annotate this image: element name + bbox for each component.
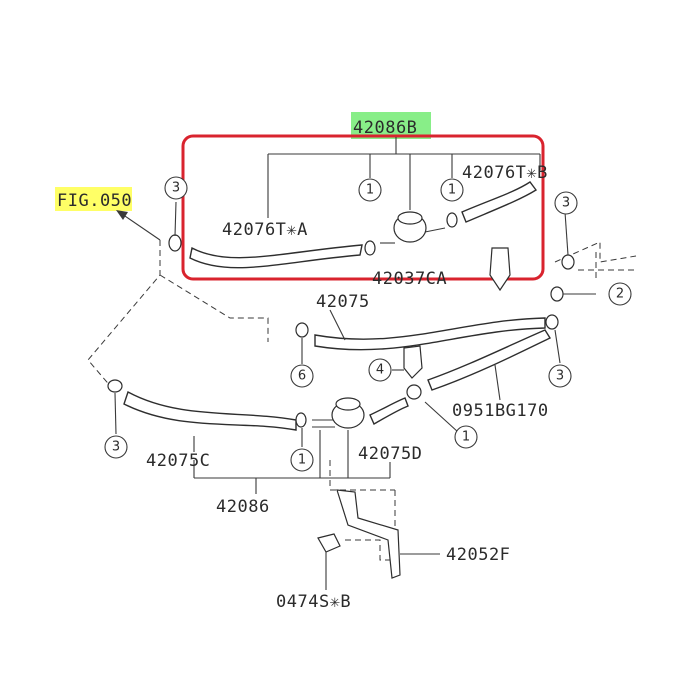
fig-ref-highlight bbox=[55, 187, 132, 211]
label-42076tb[interactable]: 42076T✳B bbox=[462, 163, 548, 183]
callout-6 bbox=[290, 364, 314, 388]
svg-text:1: 1 bbox=[366, 183, 374, 198]
dashed-frame bbox=[87, 240, 637, 561]
top-leader-lines bbox=[267, 137, 541, 218]
clip-parts bbox=[317, 247, 511, 579]
hose-42076ta bbox=[189, 244, 363, 269]
label-fig-050[interactable]: FIG.050 bbox=[57, 191, 132, 211]
svg-text:3: 3 bbox=[172, 181, 180, 196]
label-42075c[interactable]: 42075C bbox=[146, 451, 210, 471]
selection-box[interactable] bbox=[181, 134, 545, 281]
svg-text:1: 1 bbox=[298, 453, 306, 468]
label-0951bg170[interactable]: 0951BG170 bbox=[452, 401, 549, 421]
leader-lines bbox=[114, 201, 596, 590]
hose-42075 bbox=[314, 317, 546, 351]
callouts: 3 1 1 3 2 3 4 6 1 3 1 bbox=[104, 176, 632, 472]
check-valve-top bbox=[380, 211, 446, 244]
callout-3-c bbox=[548, 364, 572, 388]
clamps bbox=[107, 212, 575, 428]
svg-text:6: 6 bbox=[298, 369, 306, 384]
svg-text:3: 3 bbox=[112, 440, 120, 455]
label-42076ta[interactable]: 42076T✳A bbox=[222, 220, 308, 240]
callout-3-d bbox=[104, 435, 128, 459]
label-42052f[interactable]: 42052F bbox=[446, 545, 510, 565]
check-valve-bottom bbox=[331, 397, 365, 429]
callout-1-c bbox=[454, 425, 478, 449]
hose-42075c bbox=[123, 390, 297, 431]
svg-text:2: 2 bbox=[616, 287, 624, 302]
svg-text:4: 4 bbox=[376, 363, 384, 378]
svg-text:3: 3 bbox=[556, 369, 564, 384]
callout-2 bbox=[608, 282, 632, 306]
callout-3-a bbox=[164, 176, 188, 200]
hose-42075d bbox=[369, 397, 409, 425]
callout-1-d bbox=[290, 448, 314, 472]
hose-0951bg170 bbox=[427, 329, 552, 391]
label-42075d[interactable]: 42075D bbox=[358, 444, 422, 464]
label-42086b[interactable]: 42086B bbox=[353, 118, 417, 138]
label-0474sb[interactable]: 0474S✳B bbox=[276, 592, 351, 612]
svg-text:3: 3 bbox=[562, 196, 570, 211]
callout-1-b bbox=[440, 178, 464, 202]
label-42075[interactable]: 42075 bbox=[316, 292, 370, 312]
label-42037ca[interactable]: 42037CA bbox=[372, 269, 447, 289]
hose-42076tb bbox=[461, 181, 538, 223]
label-42086[interactable]: 42086 bbox=[216, 497, 270, 517]
svg-text:1: 1 bbox=[462, 430, 470, 445]
callout-1-a bbox=[358, 178, 382, 202]
callout-3-b bbox=[554, 191, 578, 215]
fig-arrow bbox=[116, 210, 128, 220]
callout-4 bbox=[368, 358, 392, 382]
svg-text:1: 1 bbox=[448, 183, 456, 198]
